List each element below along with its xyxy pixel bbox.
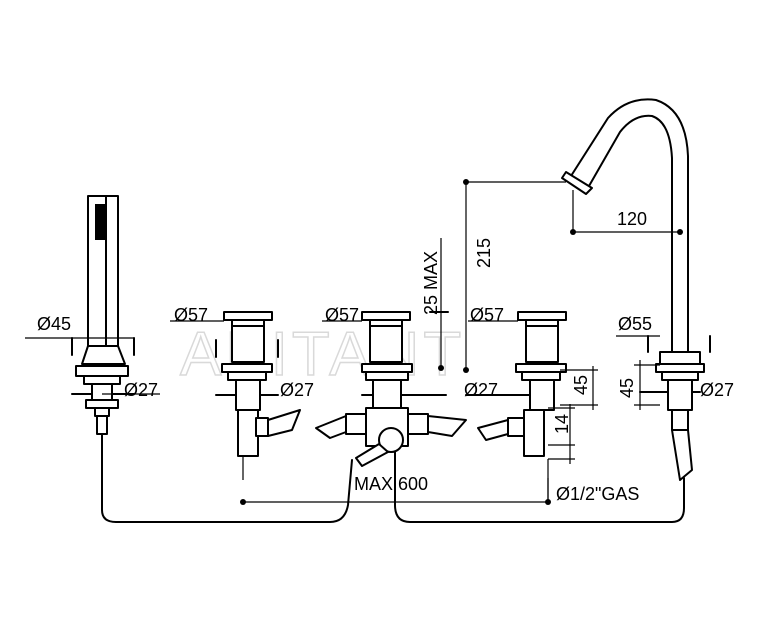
dim-215: 215 bbox=[474, 238, 494, 268]
dim-h14: 14 bbox=[552, 414, 572, 434]
dim-d57-left: Ø57 bbox=[174, 305, 208, 325]
dim-max600: MAX 600 bbox=[354, 474, 428, 494]
dim-120: 120 bbox=[617, 209, 647, 229]
dim-d57-right: Ø57 bbox=[470, 305, 504, 325]
dim-d27-shower: Ø27 bbox=[124, 380, 158, 400]
dim-d57-center: Ø57 bbox=[325, 305, 359, 325]
dim-h45-spout: 45 bbox=[617, 378, 637, 398]
center-diverter bbox=[315, 238, 467, 467]
dim-d27-right: Ø27 bbox=[464, 380, 498, 400]
connecting-hose bbox=[394, 451, 685, 523]
watermark: ABITANT bbox=[180, 320, 465, 389]
dim-d45: Ø45 bbox=[37, 314, 71, 334]
dim-25-max: 25 MAX bbox=[421, 251, 441, 315]
spout bbox=[561, 98, 711, 481]
shower-hose bbox=[101, 433, 353, 523]
dim-gas: Ø1/2"GAS bbox=[556, 484, 639, 504]
dim-d27-left: Ø27 bbox=[280, 380, 314, 400]
dim-d55: Ø55 bbox=[618, 314, 652, 334]
hand-shower bbox=[25, 195, 160, 435]
left-valve bbox=[170, 311, 301, 480]
dim-d27-spout: Ø27 bbox=[700, 380, 734, 400]
right-valve bbox=[465, 311, 598, 502]
dim-h45-valve: 45 bbox=[571, 375, 591, 395]
